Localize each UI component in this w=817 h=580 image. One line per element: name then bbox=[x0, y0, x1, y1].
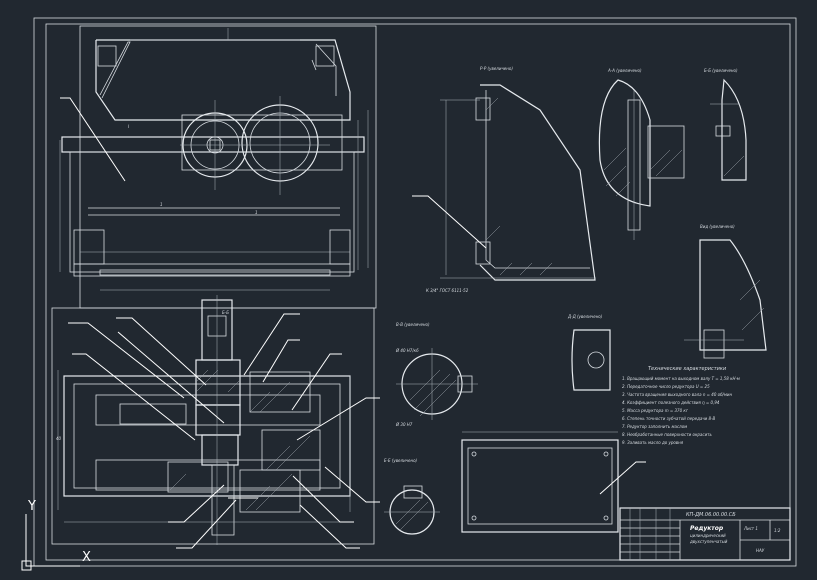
detail-vid-label: Вид (увеличено) bbox=[700, 224, 735, 229]
tech-line-3: 3. Частота вращения выходного вала n = 4… bbox=[622, 392, 733, 397]
title-org: НАУ bbox=[756, 548, 765, 553]
title-sheet: Лист 1 bbox=[743, 526, 758, 531]
tech-line-1: 1. Вращающий момент на выходном валу Т =… bbox=[622, 376, 740, 381]
section-v: В-В (увеличено) Ø 40 Н7/к6 Ø 30 Н7 bbox=[395, 322, 478, 427]
sheet-frame bbox=[33, 17, 797, 567]
section-d-label: Д-Д (увеличено) bbox=[567, 314, 603, 319]
section-a-label: А-А (увеличено) bbox=[607, 68, 642, 73]
section-v-dia-top: Ø 40 Н7/к6 bbox=[395, 348, 419, 353]
section-r-label: Р-Р (увеличено) bbox=[480, 66, 513, 71]
title-sub-2: двухступенчатый bbox=[689, 539, 728, 544]
callout-plan-7 bbox=[291, 353, 342, 411]
section-r-thread: К 3/4" ГОСТ 6111-52 bbox=[426, 288, 469, 293]
tech-line-6: 6. Степень точности зубчатой передачи 8-… bbox=[622, 416, 716, 421]
tech-line-9: 9. Заливать масло до уровня bbox=[622, 440, 684, 445]
svg-text:1: 1 bbox=[160, 202, 163, 207]
plan-callouts bbox=[68, 313, 380, 549]
tech-line-4: 4. Коэффициент полезного действия η = 0,… bbox=[622, 400, 720, 405]
callout-cover bbox=[599, 461, 646, 495]
detail-vid: Вид (увеличено) bbox=[684, 224, 767, 359]
callout-plan-3 bbox=[72, 353, 196, 441]
callout-plan-2 bbox=[116, 317, 207, 386]
section-e-label: Е-Е (увеличено) bbox=[384, 458, 418, 463]
svg-text:40: 40 bbox=[56, 436, 62, 441]
section-b-label: Б-Б (увеличено) bbox=[704, 68, 738, 73]
title-scale: 1:2 bbox=[774, 528, 781, 533]
callout-plan-9 bbox=[324, 466, 380, 503]
ucs-x-label: X bbox=[82, 550, 91, 565]
callout-plan-10 bbox=[168, 484, 225, 523]
callout-plan-6 bbox=[262, 339, 300, 383]
title-main: Редуктор bbox=[690, 525, 724, 532]
callout-plan-4 bbox=[117, 331, 225, 424]
tech-line-7: 7. Редуктор заполнить маслом bbox=[622, 424, 687, 429]
tech-line-5: 5. Масса редуктора m = 370 кг bbox=[622, 408, 689, 413]
svg-text:I: I bbox=[128, 124, 130, 129]
section-r: Р-Р (увеличено) К 3/4" ГОСТ 6111-52 bbox=[426, 66, 596, 293]
callout-plan-12 bbox=[292, 475, 354, 523]
callout-plan-5 bbox=[243, 313, 300, 376]
section-b: Б-Б (увеличено) bbox=[704, 68, 747, 181]
section-v-dia-bottom: Ø 30 Н7 bbox=[395, 422, 413, 427]
tech-line-8: 8. Необработанные поверхности окрасить bbox=[622, 432, 713, 437]
tech-line-2: 2. Передаточное число редуктора U = 25 bbox=[622, 384, 710, 389]
plan-view: Б-Б bbox=[51, 295, 375, 545]
section-d: Д-Д (увеличено) bbox=[567, 314, 611, 391]
tech-heading: Технические характеристики bbox=[648, 366, 727, 372]
front-view: I 1 1 bbox=[59, 25, 377, 309]
title-sub-1: цилиндрический bbox=[690, 533, 726, 538]
tech-requirements: Технические характеристики 1. Вращающий … bbox=[622, 366, 740, 445]
title-doc-code: КП-ДМ.06.00.00.СБ bbox=[686, 512, 736, 518]
section-v-label: В-В (увеличено) bbox=[396, 322, 430, 327]
ucs-y-label: Y bbox=[27, 499, 36, 514]
title-block: КП-ДМ.06.00.00.СБ Редуктор цилиндрически… bbox=[619, 507, 791, 561]
callout-plan-11 bbox=[176, 499, 237, 549]
inspection-cover bbox=[461, 431, 619, 533]
section-e: Е-Е (увеличено) bbox=[384, 458, 440, 535]
section-a: А-А (увеличено) bbox=[598, 68, 685, 240]
plan-view-label: Б-Б bbox=[222, 310, 229, 315]
callout-section-r-flange bbox=[412, 195, 487, 249]
ucs-icon: Y X bbox=[21, 499, 91, 571]
callout-plan-8 bbox=[296, 397, 380, 441]
callout-front-body bbox=[60, 97, 126, 182]
callout-plan-1 bbox=[68, 322, 185, 399]
svg-text:1: 1 bbox=[255, 210, 258, 215]
